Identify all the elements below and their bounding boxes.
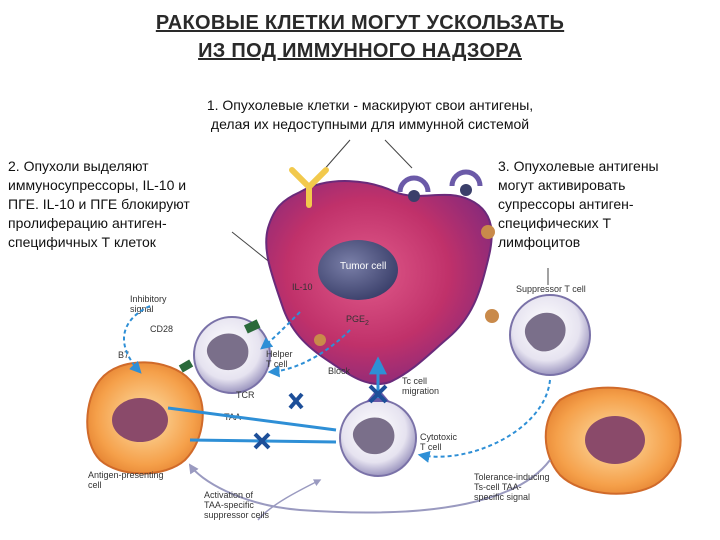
- suppressor-t-nucleus: [524, 312, 566, 352]
- activation-line: TAA-specific: [204, 500, 254, 510]
- pointer-line: [321, 139, 351, 173]
- apc-right-nucleus: [585, 416, 645, 464]
- il10-block-arrow: [260, 311, 301, 350]
- tumor-cell-label: Tumor cell: [340, 261, 386, 272]
- cytotoxic-t-label-line: Cytotoxic: [420, 432, 458, 442]
- suppressor-t-label: Suppressor T cell: [516, 284, 586, 294]
- pge2-block-arrow: [267, 329, 351, 378]
- block-cross-icon: [288, 392, 304, 410]
- note-3-suppressor-activation: 3. Опухолевые антигены могут активироват…: [498, 157, 720, 252]
- cd28-label: CD28: [150, 324, 173, 334]
- il10-label: IL-10: [292, 282, 313, 292]
- tolerance-label: Tolerance-inducing Ts-cell TAA- specific…: [474, 472, 552, 502]
- note-3-line: специфических Т: [498, 215, 612, 231]
- block-cross-icon: [253, 432, 271, 450]
- helper-t-nucleus: [206, 333, 249, 371]
- tumor-antigen-icon: [314, 334, 326, 346]
- antigen-presentation-line: [167, 406, 337, 432]
- apc-label-line: Antigen-presenting: [88, 470, 164, 480]
- pge2-text: PGE: [346, 314, 365, 324]
- masked-antigen-receptor-icon: [449, 169, 483, 196]
- apc-left-nucleus: [112, 398, 168, 442]
- b7-ligand-icon: [178, 359, 194, 373]
- note-2-line: пролиферацию антиген-: [8, 215, 167, 231]
- cytotoxic-t-label-line: T cell: [420, 442, 441, 452]
- tolerance-loop-arrow: [188, 459, 551, 514]
- helper-t-label: Helper T cell: [266, 349, 295, 369]
- note-2-line: 2. Опухоли выделяют: [8, 158, 149, 174]
- helper-t-label-line: T cell: [266, 359, 287, 369]
- note-3-line: 3. Опухолевые антигены: [498, 158, 659, 174]
- note-3-line: могут активировать: [498, 177, 626, 193]
- tolerance-line: Ts-cell TAA-: [474, 482, 522, 492]
- tc-migration-line: Tc cell: [402, 376, 427, 386]
- title-line-2: ИЗ ПОД ИММУННОГО НАДЗОРА: [198, 40, 522, 62]
- note-2-immunosuppressors: 2. Опухоли выделяют иммуносупрессоры, IL…: [8, 157, 278, 252]
- tumor-antigen-icon: [485, 309, 499, 323]
- block-cross-icon: [368, 384, 388, 404]
- tolerance-line: specific signal: [474, 492, 530, 502]
- activation-line: suppressor cells: [204, 510, 270, 520]
- tumor-nucleus: [318, 240, 398, 300]
- activation-line: Activation of: [204, 490, 254, 500]
- note-3-line: супрессоры антиген-: [498, 196, 634, 212]
- pge2-label: PGE2: [346, 314, 369, 327]
- block-label: Block: [328, 366, 351, 376]
- cd28-receptor-icon: [243, 319, 261, 334]
- pge2-subscript: 2: [365, 320, 369, 327]
- note-2-line: иммуносупрессоры, IL-10 и: [8, 177, 187, 193]
- pointer-line: [384, 139, 413, 169]
- antibody-y-icon: [289, 167, 329, 208]
- apc-label: Antigen-presenting cell: [88, 470, 166, 490]
- note-1-line: делая их недоступными для иммунной систе…: [210, 116, 530, 132]
- cytotoxic-t-nucleus: [352, 417, 395, 455]
- note-3-line: лимфоцитов: [498, 234, 581, 250]
- tolerance-line: Tolerance-inducing: [474, 472, 550, 482]
- tumor-antigen-icon: [481, 225, 495, 239]
- inhibitory-signal-line: signal: [130, 304, 154, 314]
- note-1-antigen-masking: 1. Опухолевые клетки - маскируют свои ан…: [120, 96, 620, 134]
- title-line-1: РАКОВЫЕ КЛЕТКИ МОГУТ УСКОЛЬЗАТЬ: [155, 12, 565, 34]
- note-2-line: ПГЕ. IL-10 и ПГЕ блокируют: [8, 196, 190, 212]
- activation-suppressor-arrow: [257, 479, 322, 521]
- helper-t-label-line: Helper: [266, 349, 293, 359]
- suppressor-inhibition-arrow: [417, 379, 551, 463]
- apc-label-line: cell: [88, 480, 102, 490]
- tcr-label: TCR: [236, 390, 255, 400]
- inhibitory-signal-line: Inhibitory: [130, 294, 167, 304]
- tc-migration-label: Tc cell migration: [402, 376, 439, 396]
- note-2-line: специфичных Т клеток: [8, 234, 156, 250]
- b7-label: B7: [118, 350, 129, 360]
- note-1-line: 1. Опухолевые клетки - маскируют свои ан…: [206, 97, 534, 113]
- inhibitory-signal-label: Inhibitory signal: [130, 294, 169, 314]
- cytotoxic-t-label: Cytotoxic T cell: [420, 432, 460, 452]
- masked-antigen-receptor-icon: [397, 175, 431, 202]
- activation-label: Activation of TAA-specific suppressor ce…: [204, 490, 270, 520]
- tc-migration-line: migration: [402, 386, 439, 396]
- inhibitory-signal-arrow: [123, 305, 151, 374]
